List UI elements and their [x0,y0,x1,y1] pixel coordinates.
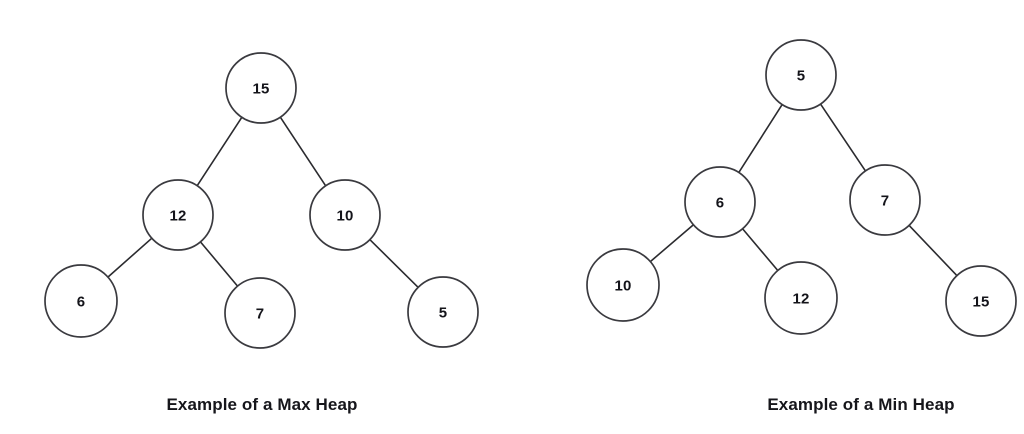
tree-node-10[interactable]: 10 [309,179,381,251]
node-circle[interactable] [684,166,756,238]
node-circle[interactable] [586,248,660,322]
node-circle[interactable] [764,261,838,335]
edges-group [648,102,959,278]
tree-node-12[interactable]: 12 [764,261,838,335]
tree-node-15[interactable]: 15 [225,52,297,124]
tree-node-5[interactable]: 5 [765,39,837,111]
tree-edge-15-12 [195,115,244,188]
node-circle[interactable] [945,265,1017,337]
node-circle[interactable] [44,264,118,338]
node-value-label: 6 [716,195,725,212]
node-value-label: 5 [439,305,448,322]
node-value-label: 10 [614,278,631,295]
node-value-label: 6 [77,294,86,311]
node-value-label: 12 [169,208,186,225]
tree-edge-12-7 [199,240,239,288]
tree-edge-12-6 [106,236,154,279]
node-circle[interactable] [765,39,837,111]
tree-edge-7-15 [907,223,959,278]
tree-node-15[interactable]: 15 [945,265,1017,337]
node-value-label: 7 [881,193,890,210]
tree-node-6[interactable]: 6 [684,166,756,238]
tree-edge-5-6 [737,102,784,175]
node-value-label: 5 [797,68,806,85]
node-circle[interactable] [309,179,381,251]
figure-caption-min-heap: Example of a Min Heap [767,395,954,414]
tree-edge-10-5 [368,238,420,289]
node-value-label: 15 [252,81,269,98]
node-value-label: 10 [336,208,353,225]
tree-node-10[interactable]: 10 [586,248,660,322]
node-circle[interactable] [407,276,479,348]
tree-edge-15-10 [278,115,328,188]
edges-group [106,115,420,289]
tree-edge-5-7 [819,102,867,173]
node-circle[interactable] [849,164,921,236]
tree-edge-6-12 [741,227,780,273]
tree-node-5[interactable]: 5 [407,276,479,348]
tree-node-6[interactable]: 6 [44,264,118,338]
tree-edge-6-10 [648,223,695,264]
tree-node-7[interactable]: 7 [849,164,921,236]
node-value-label: 7 [256,306,265,323]
node-value-label: 15 [972,294,989,311]
node-value-label: 12 [792,291,809,308]
tree-node-12[interactable]: 12 [142,179,214,251]
node-circle[interactable] [142,179,214,251]
node-circle[interactable] [225,52,297,124]
node-circle[interactable] [224,277,296,349]
figure-caption-max-heap: Example of a Max Heap [166,395,357,414]
tree-node-7[interactable]: 7 [224,277,296,349]
